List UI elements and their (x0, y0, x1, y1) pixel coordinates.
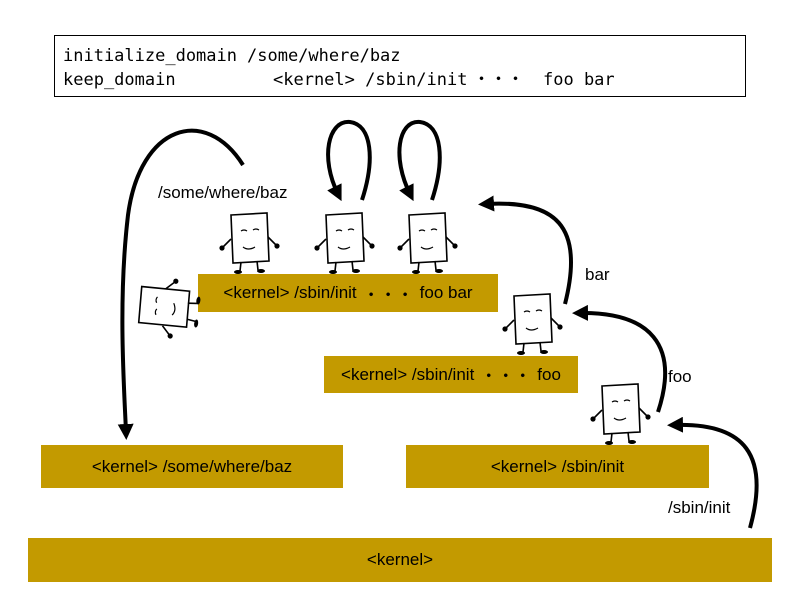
character-falling-icon (134, 273, 205, 343)
policy-box: initialize_domain /some/where/baz keep_d… (54, 35, 746, 97)
character-icon (218, 212, 281, 275)
arrow-foo (572, 304, 668, 413)
domain-bar-foo: <kernel> /sbin/init ・・・ foo (324, 356, 578, 393)
transition-label-baz: /some/where/baz (158, 183, 288, 202)
domain-bar-some-where-baz: <kernel> /some/where/baz (41, 445, 343, 488)
domain-bar-label: <kernel> /some/where/baz (91, 456, 293, 476)
policy-line-keep: keep_domain <kernel> /sbin/init ・・・ foo … (63, 68, 745, 92)
loop-arrow-1 (326, 119, 372, 202)
domain-bar-tail: foo (537, 364, 561, 384)
domain-bar-label: <kernel> /sbin/init (223, 283, 357, 302)
domain-bar-kernel: <kernel> (28, 538, 772, 582)
domain-bar-tail: foo bar (419, 283, 473, 302)
policy-line-initialize: initialize_domain /some/where/baz (63, 44, 745, 68)
loop-arrow-2 (397, 119, 442, 202)
character-icon (396, 212, 459, 275)
transition-label-foo: foo (668, 367, 692, 386)
transition-label-init: /sbin/init (668, 498, 731, 517)
policy-ellipsis: ・・・ (473, 70, 524, 90)
domain-bar-ellipsis: ・・・ (480, 367, 532, 386)
domain-bar-ellipsis: ・・・ (362, 285, 414, 305)
character-icon (501, 293, 564, 356)
domain-bar-label: <kernel> /sbin/init (341, 364, 475, 384)
policy-path: /some/where/baz (247, 46, 401, 66)
domain-bar-label: <kernel> /sbin/init (490, 456, 625, 476)
arrow-init (667, 416, 759, 529)
arrow-to-some-where-baz (117, 128, 245, 440)
domain-bar-foo-bar: <kernel> /sbin/init ・・・ foo bar (198, 274, 498, 312)
character-icon (589, 383, 652, 446)
arrow-bar (478, 195, 574, 305)
domain-bar-sbin-init: <kernel> /sbin/init (406, 445, 709, 488)
policy-keyword: keep_domain (63, 70, 176, 90)
transition-label-bar: bar (585, 265, 610, 284)
domain-bar-label: <kernel> (366, 550, 434, 569)
policy-tail: foo bar (543, 70, 615, 90)
character-icon (313, 212, 376, 275)
policy-keyword: initialize_domain (63, 46, 237, 66)
policy-domain: <kernel> /sbin/init (273, 70, 468, 90)
